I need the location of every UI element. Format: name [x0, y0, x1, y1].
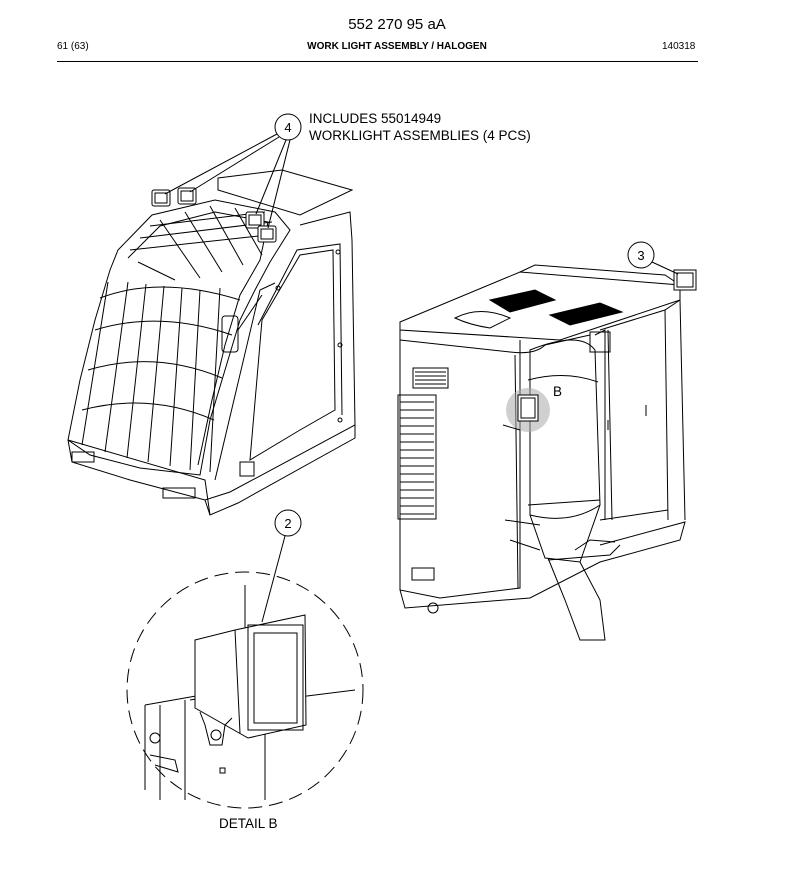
- worklight-front-center: [177, 187, 197, 205]
- document-number: 552 270 95 aA: [348, 16, 446, 33]
- cab-illustration: [67, 169, 356, 516]
- date-code: 140318: [662, 41, 696, 52]
- worklight-rear: [673, 269, 697, 291]
- detail-b-view: [126, 571, 364, 809]
- note-line-1: INCLUDES 55014949: [309, 111, 442, 126]
- callout-4-number: 4: [284, 120, 291, 135]
- assembly-note: INCLUDES 55014949 WORKLIGHT ASSEMBLIES (…: [309, 110, 531, 144]
- detail-marker-b: B: [553, 384, 563, 399]
- side-grille-lower: [397, 394, 437, 520]
- callout-2-number: 2: [284, 516, 291, 531]
- worklight-right-2: [257, 225, 277, 243]
- header-divider: [57, 61, 698, 62]
- callout-2: 2: [261, 509, 302, 623]
- callout-4: 4: [164, 113, 302, 229]
- callout-3: 3: [627, 241, 679, 275]
- page-title: WORK LIGHT ASSEMBLY / HALOGEN: [307, 41, 487, 52]
- note-line-2: WORKLIGHT ASSEMBLIES (4 PCS): [309, 128, 531, 143]
- side-grille-upper: [412, 367, 449, 389]
- callout-3-number: 3: [637, 248, 644, 263]
- page-number: 61 (63): [57, 41, 89, 52]
- detail-caption: DETAIL B: [219, 816, 278, 831]
- worklight-right-1: [245, 211, 265, 229]
- housing-illustration: [397, 264, 697, 641]
